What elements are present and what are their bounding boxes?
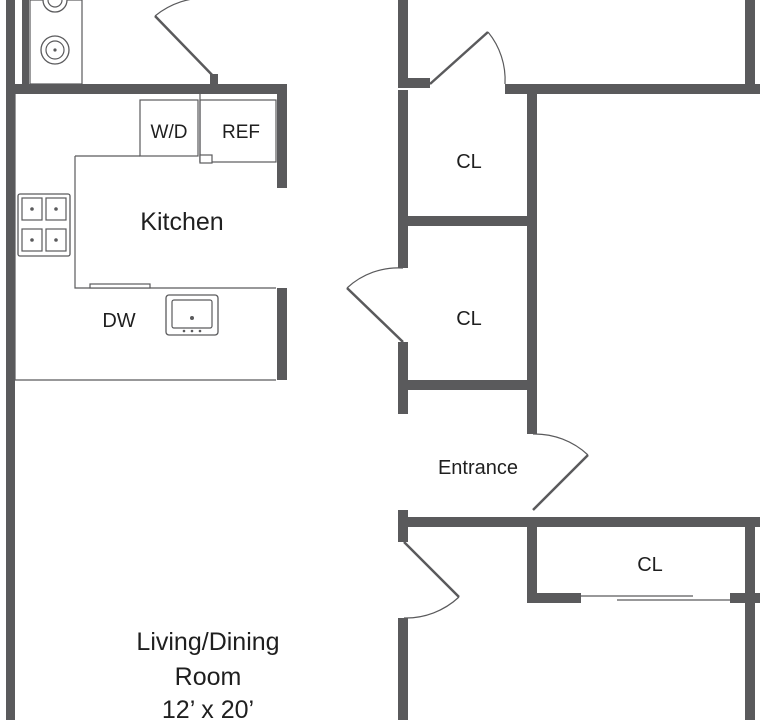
wall-left-exterior <box>6 0 15 720</box>
door-bedroom-upper <box>429 31 489 85</box>
label-entrance: Entrance <box>438 457 518 479</box>
wall-corridor-closet1 <box>398 90 408 268</box>
label-closet-lower: CL <box>637 554 663 576</box>
wall-bath-right <box>22 0 29 84</box>
room-labels: W/D REF Kitchen DW CL CL Entrance CL Liv… <box>102 122 662 720</box>
ref-cabinet <box>199 99 277 163</box>
label-closet-upper: CL <box>456 151 482 173</box>
wall-lower-top <box>398 517 760 527</box>
wall-lower-closet-bottom-left <box>527 593 581 603</box>
wd-cabinet <box>139 99 199 157</box>
stove <box>17 193 71 257</box>
door-closet-middle <box>346 287 404 343</box>
kitchen-counter <box>14 94 276 381</box>
label-closet-middle: CL <box>456 308 482 330</box>
label-dw: DW <box>102 310 135 332</box>
kitchen-sink <box>165 294 219 336</box>
wall-bedroom-top-right <box>505 84 760 94</box>
wall-lower-closet-left <box>527 517 537 603</box>
label-living-line2: Room <box>175 663 242 691</box>
wall-corridor-bottom <box>398 618 408 720</box>
wall-bedroom-top-left <box>398 78 430 88</box>
door-bedroom-lower <box>403 541 460 598</box>
label-wd: W/D <box>151 122 188 143</box>
wall-closet-block-right <box>527 84 537 434</box>
wall-corridor-closet2 <box>398 342 408 414</box>
wall-closet-divider-1 <box>398 216 536 226</box>
bathroom-fixtures <box>29 0 83 85</box>
wall-kitchen-right-lower <box>277 288 287 380</box>
label-ref: REF <box>222 122 260 143</box>
wall-kitchen-right-upper <box>277 84 287 188</box>
kitchen-fixtures <box>14 94 277 381</box>
label-kitchen: Kitchen <box>140 208 223 236</box>
label-living-dims: 12’ x 20’ <box>162 696 254 720</box>
wall-kitchen-top <box>15 84 287 94</box>
doors <box>154 0 730 619</box>
wall-closet-divider-2 <box>398 380 536 390</box>
bath-vanity <box>29 0 83 85</box>
walls <box>6 0 760 720</box>
wall-corridor-top <box>398 0 408 78</box>
door-entrance <box>532 454 589 511</box>
bath-sink-upper <box>42 0 68 13</box>
label-living-line1: Living/Dining <box>136 628 279 656</box>
door-bathroom <box>154 15 218 81</box>
wall-bedroom-top-far <box>745 0 755 92</box>
wall-lower-right <box>745 517 755 720</box>
